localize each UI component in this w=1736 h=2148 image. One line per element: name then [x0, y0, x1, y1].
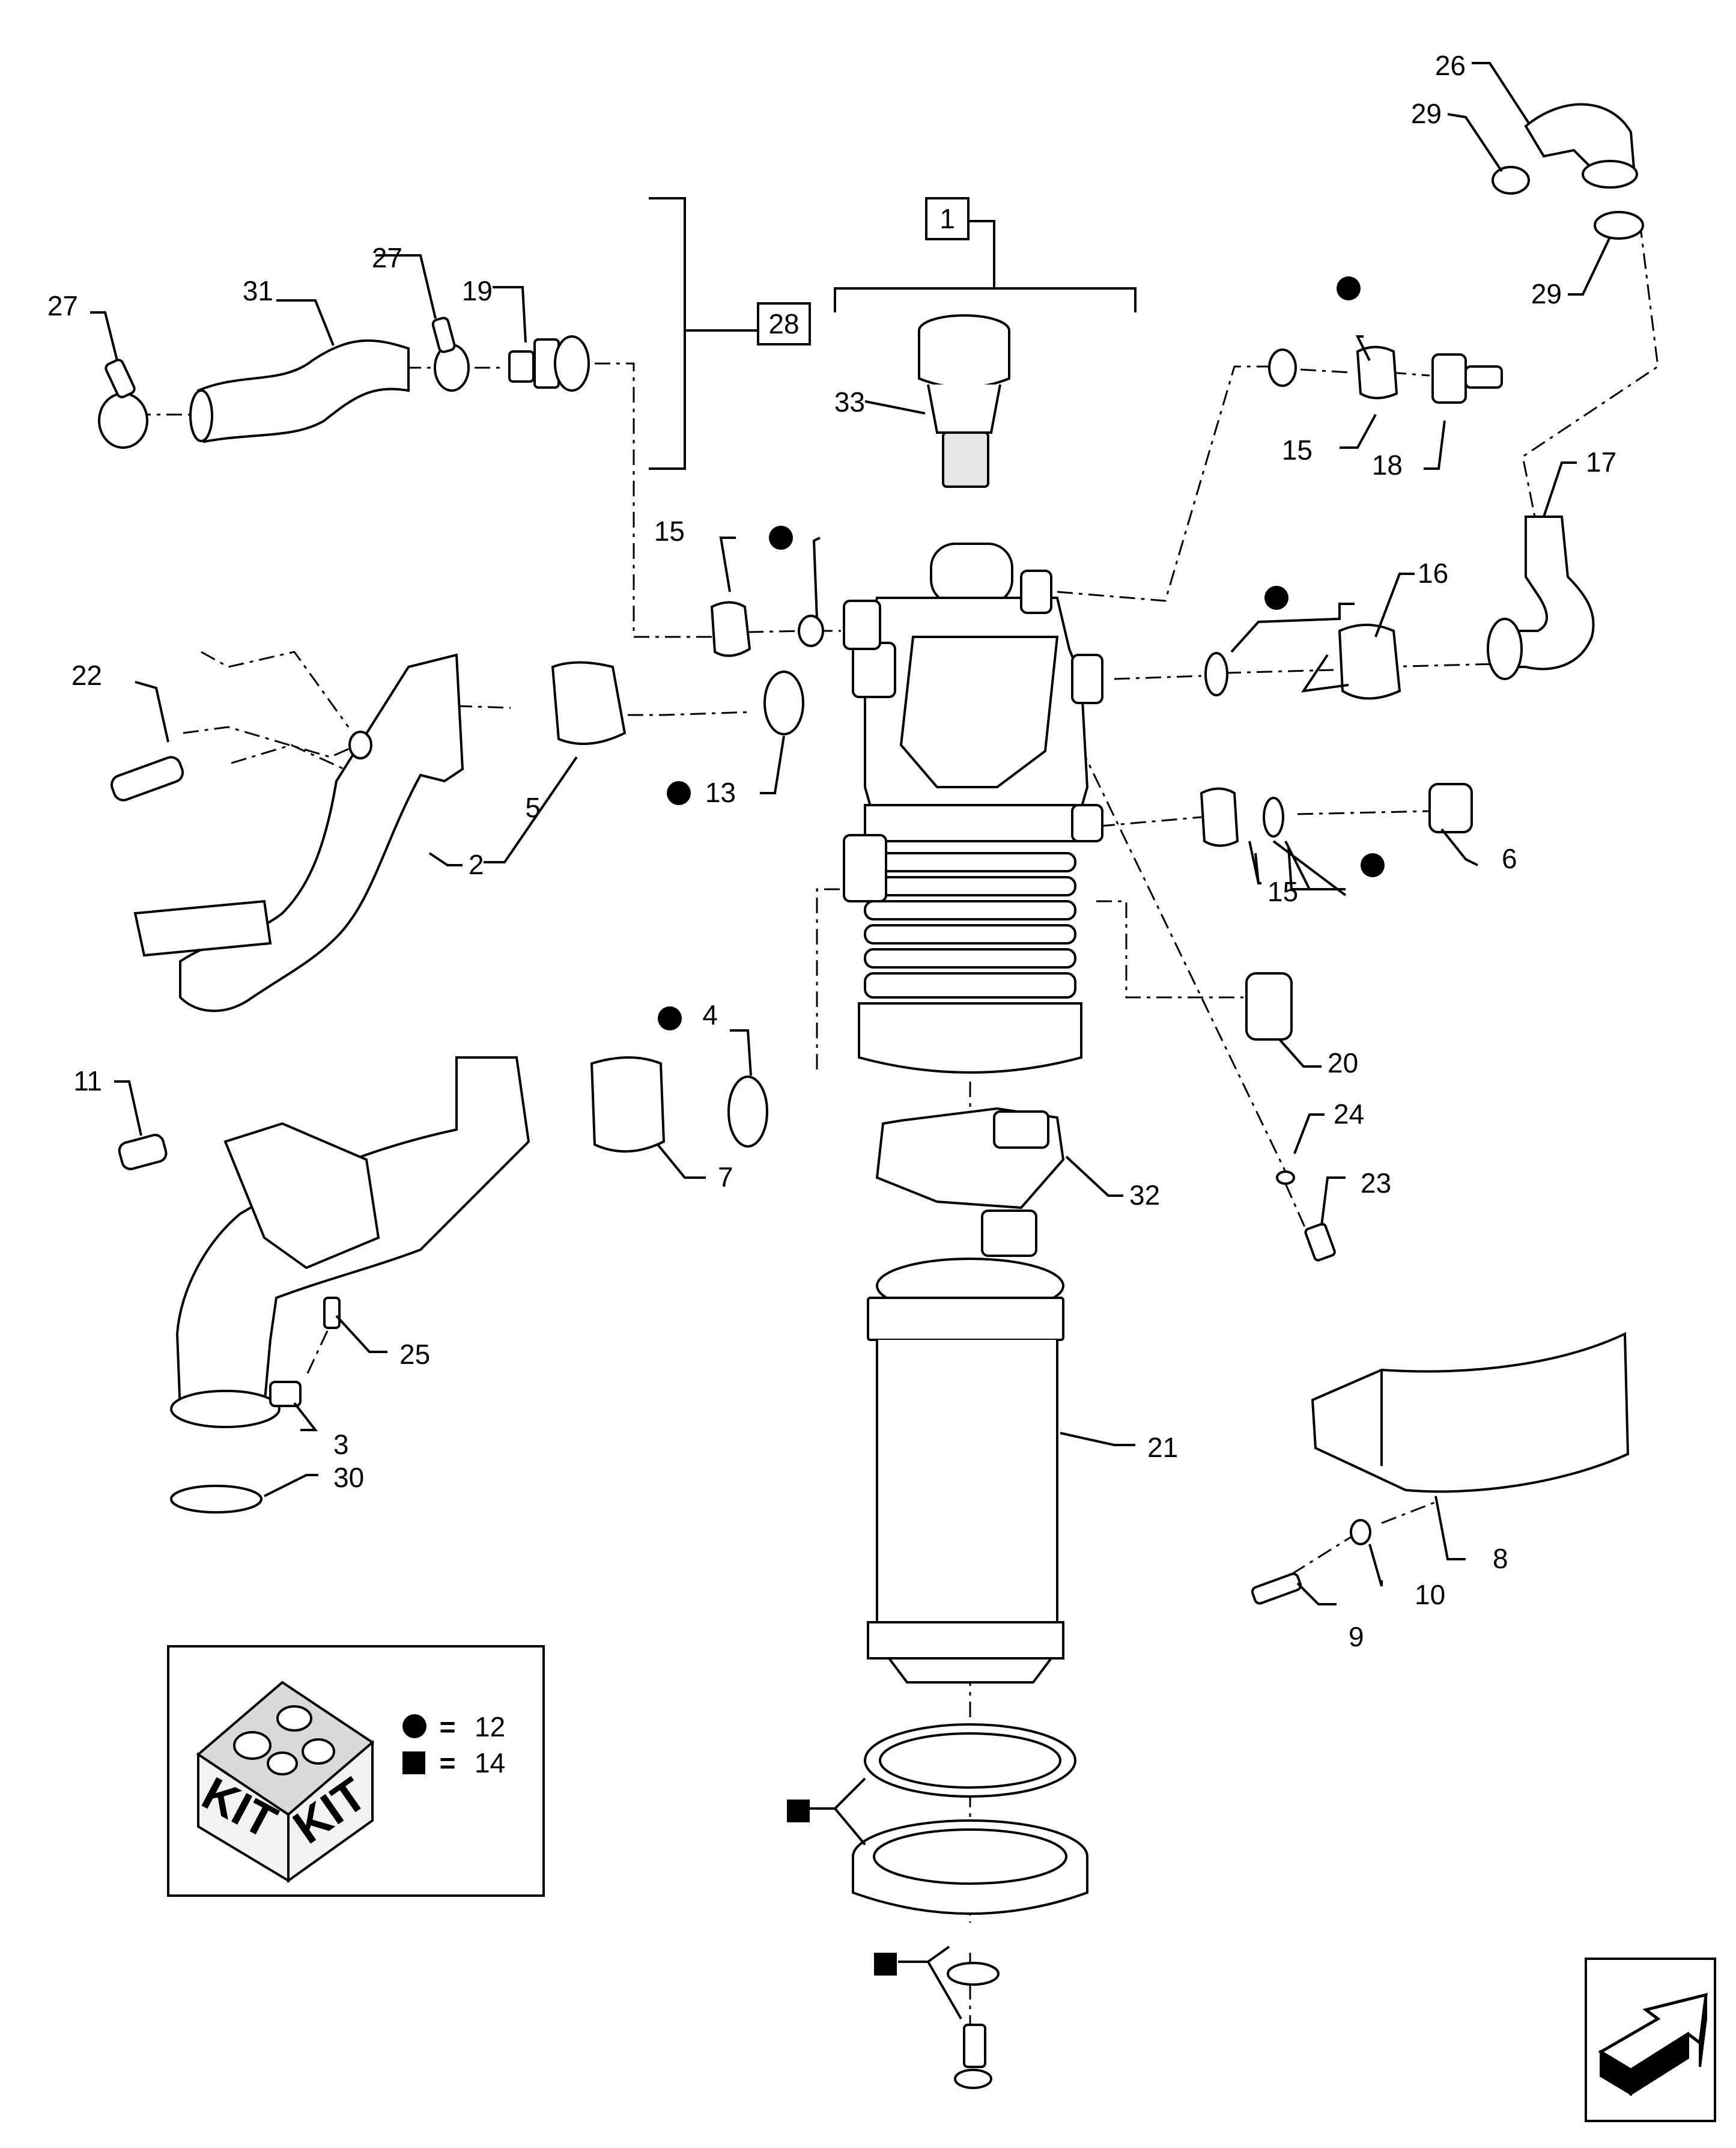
- square-marker-icon: [787, 1800, 810, 1822]
- callout-labels: 1 28 26 29 29 27 31 27 19 33 15 18 17 16…: [47, 50, 1616, 1652]
- callout-8[interactable]: 8: [1493, 1543, 1508, 1574]
- clip-15-upper-right: [1268, 345, 1503, 404]
- clip-5: [551, 661, 627, 745]
- callout-29-lower[interactable]: 29: [1531, 278, 1562, 309]
- callout-31[interactable]: 31: [243, 275, 273, 306]
- callout-30[interactable]: 30: [333, 1462, 364, 1493]
- callout-25[interactable]: 25: [399, 1339, 430, 1370]
- callout-23[interactable]: 23: [1361, 1167, 1391, 1199]
- sensor-11: [118, 1134, 168, 1170]
- kit-legend: KIT KIT = 12 = 14: [167, 1645, 545, 1897]
- callout-24[interactable]: 24: [1334, 1098, 1364, 1130]
- clip-15-lower: [1200, 783, 1473, 847]
- callout-15-lower[interactable]: 15: [1267, 876, 1298, 907]
- callout-3[interactable]: 3: [333, 1429, 349, 1460]
- oring-30: [170, 1485, 263, 1514]
- callout-27-left[interactable]: 27: [47, 290, 78, 321]
- circle-marker-icon: [667, 781, 691, 805]
- legend-equals-circle: =: [440, 1711, 456, 1742]
- callout-1[interactable]: 1: [939, 203, 955, 234]
- kit-box-icon: [196, 1681, 375, 1883]
- circle-marker-icon: [1264, 586, 1288, 610]
- kit-markers: [658, 276, 1385, 1976]
- callout-2[interactable]: 2: [469, 849, 484, 880]
- callout-11[interactable]: 11: [73, 1065, 102, 1097]
- clamp-27-mid: [431, 317, 470, 392]
- legend-equals-square: =: [440, 1747, 456, 1778]
- elbow-26: [1492, 103, 1644, 240]
- screw-25: [323, 1297, 341, 1329]
- callout-33[interactable]: 33: [834, 386, 865, 418]
- hose-31: [189, 339, 410, 443]
- cap-20: [1245, 972, 1293, 1041]
- clip-16: [1204, 624, 1401, 700]
- filter-element-21: [867, 1258, 1064, 1684]
- callout-20[interactable]: 20: [1328, 1047, 1358, 1079]
- oring-13: [763, 671, 804, 735]
- callout-5[interactable]: 5: [525, 792, 541, 823]
- callout-16[interactable]: 16: [1418, 558, 1448, 589]
- circle-marker-icon: [1337, 276, 1361, 300]
- oring-4-clip-7: [590, 1056, 768, 1153]
- seal-rings-square: [852, 1723, 1088, 2089]
- callout-32[interactable]: 32: [1129, 1179, 1160, 1211]
- intake-pipe-2: [133, 653, 464, 1012]
- callout-box-28: [757, 302, 811, 345]
- callout-18[interactable]: 18: [1372, 449, 1403, 481]
- square-marker-icon: [402, 1751, 425, 1774]
- cartridge-33: [918, 314, 1010, 488]
- circle-marker-icon: [1361, 853, 1385, 877]
- leader-lines: [90, 62, 1611, 2020]
- callout-4[interactable]: 4: [702, 999, 718, 1030]
- sensor-22: [110, 756, 184, 802]
- callout-26[interactable]: 26: [1435, 50, 1466, 81]
- callout-28[interactable]: 28: [768, 308, 799, 339]
- callout-22[interactable]: 22: [71, 660, 102, 691]
- callout-19[interactable]: 19: [462, 275, 493, 306]
- callout-15-upper-right[interactable]: 15: [1282, 434, 1313, 466]
- callout-21[interactable]: 21: [1147, 1432, 1178, 1463]
- callout-27-mid[interactable]: 27: [372, 242, 402, 273]
- square-marker-icon: [874, 1953, 897, 1976]
- callout-29-top[interactable]: 29: [1411, 98, 1442, 129]
- hose-17: [1487, 516, 1595, 680]
- callout-10[interactable]: 10: [1415, 1579, 1445, 1610]
- callout-6[interactable]: 6: [1502, 843, 1517, 874]
- orientation-arrow-icon[interactable]: [1585, 1958, 1716, 2122]
- callout-7[interactable]: 7: [718, 1161, 733, 1193]
- clamp-27-left: [98, 359, 148, 449]
- cover-8: [1251, 1331, 1630, 1605]
- clip-15-left: [710, 601, 824, 657]
- callout-13[interactable]: 13: [705, 777, 736, 808]
- callout-17[interactable]: 17: [1586, 446, 1616, 478]
- fitting-19: [508, 335, 590, 392]
- circle-marker-icon: [402, 1714, 426, 1738]
- circle-marker-icon: [769, 526, 793, 550]
- legend-circle-ref[interactable]: 12: [475, 1711, 505, 1742]
- callout-9[interactable]: 9: [1349, 1621, 1364, 1652]
- washer-24-bolt-23: [1276, 1170, 1336, 1262]
- main-housing: [843, 543, 1103, 1074]
- legend-square-ref[interactable]: 14: [475, 1747, 505, 1778]
- callout-15-left[interactable]: 15: [654, 516, 685, 547]
- valve-32: [875, 1107, 1065, 1257]
- pipe-3: [170, 1056, 530, 1428]
- callout-box-1: [925, 197, 970, 240]
- circle-marker-icon: [658, 1006, 682, 1030]
